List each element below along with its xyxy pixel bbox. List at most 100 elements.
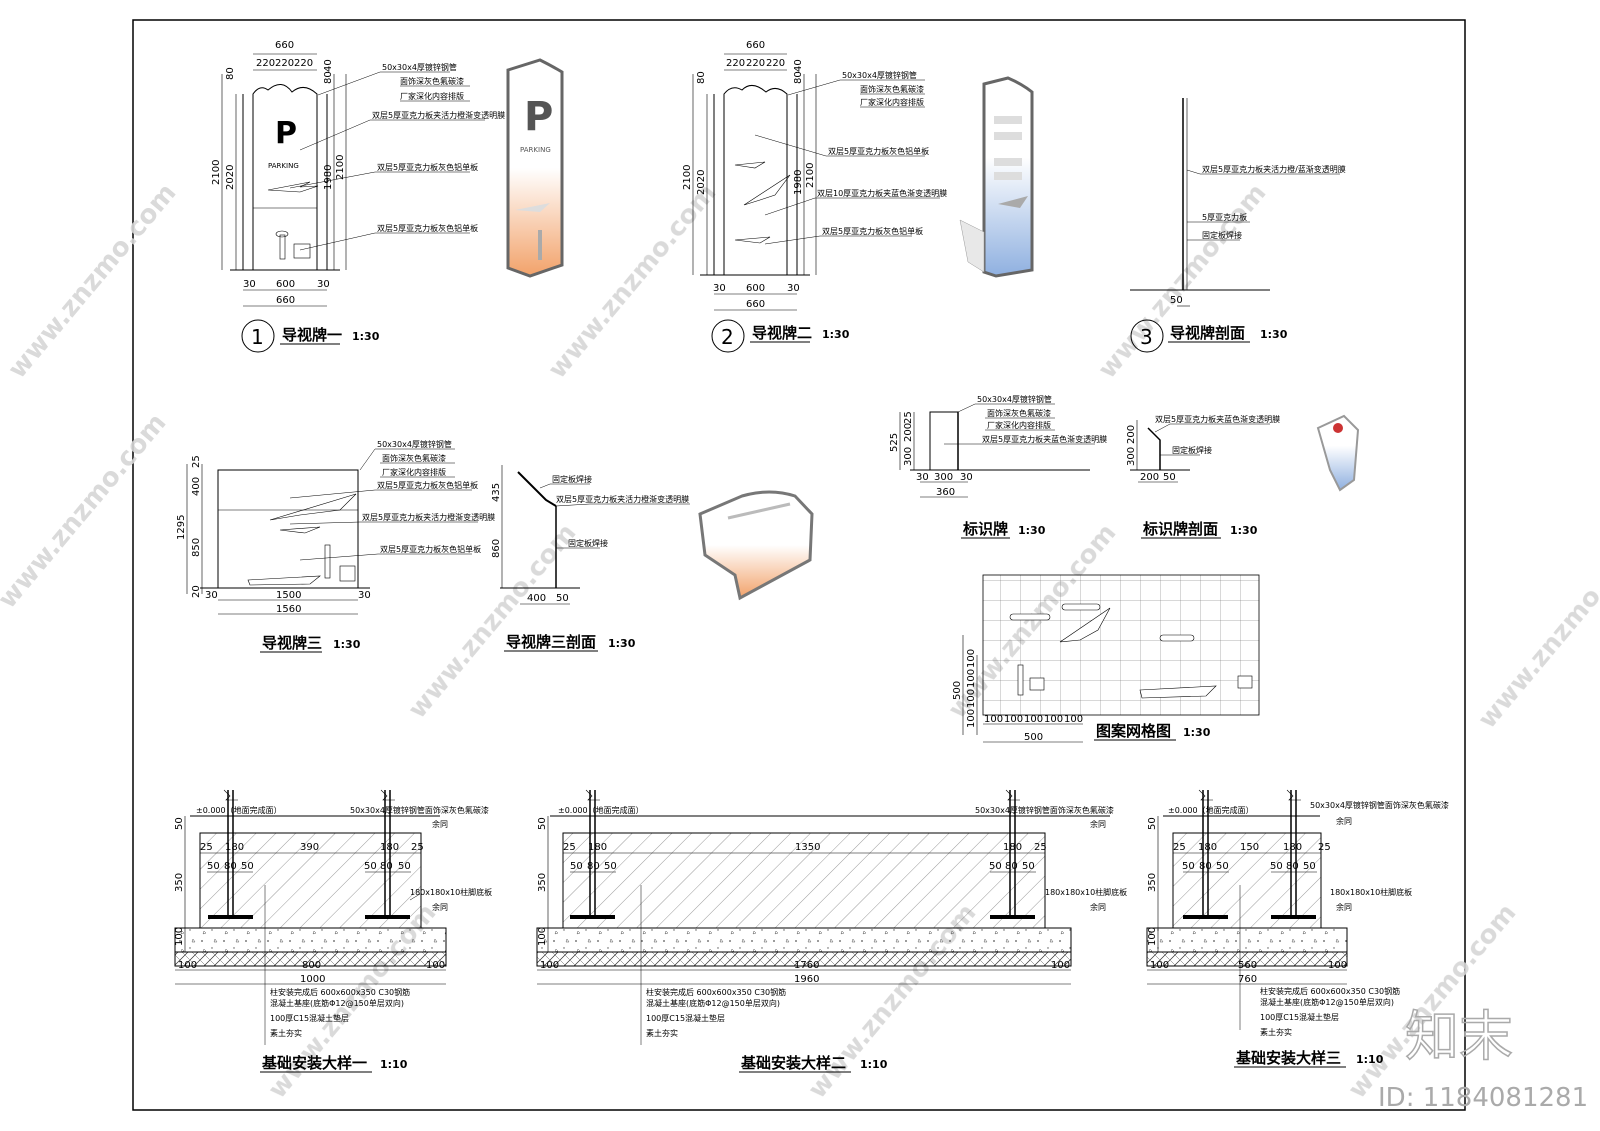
annotation: 双层5厚亚克力板夹活力橙/蓝渐变透明膜 bbox=[1202, 164, 1346, 174]
dim-text: 80 bbox=[587, 861, 600, 872]
annotation: 双层5厚亚克力板灰色铝单板 bbox=[377, 223, 478, 233]
sheet-border bbox=[132, 19, 1466, 1111]
annotation: 厂家深化内容排版 bbox=[400, 91, 464, 101]
dim-text: 80 bbox=[224, 861, 237, 872]
annotation: 双层5厚亚克力板夹活力橙渐变透明膜 bbox=[556, 494, 689, 504]
annotation: 余同 bbox=[1090, 902, 1106, 912]
dim-text: 50 bbox=[207, 861, 220, 872]
dim-text: 30 bbox=[317, 279, 330, 290]
view-scale: 1:30 bbox=[352, 330, 380, 343]
dim-text: 80 bbox=[225, 67, 236, 80]
watermark-text: www.znzmo.com bbox=[0, 408, 172, 614]
dim-text: 1960 bbox=[794, 974, 819, 985]
sign2-elevation: 660 220 220 220 80 2100 2020 80 40 1980 … bbox=[682, 40, 947, 353]
dim-text: 300 bbox=[903, 447, 914, 466]
dim-text: 2100 bbox=[211, 160, 222, 185]
dim-text: 50 bbox=[1022, 861, 1035, 872]
dim-text: 180 bbox=[1283, 842, 1302, 853]
annotation: 双层5厚亚克力板夹活力橙渐变透明膜 bbox=[362, 512, 495, 522]
dim-text: 2020 bbox=[696, 170, 707, 195]
annotation: 50x30x4厚镀锌钢管 bbox=[382, 62, 457, 72]
dim-text: 300 bbox=[934, 472, 953, 483]
annotation: 面饰深灰色氟碳漆 bbox=[382, 453, 446, 463]
view-scale: 1:30 bbox=[1018, 524, 1046, 537]
svg-text:PARKING: PARKING bbox=[520, 146, 551, 154]
view-title: 标识牌剖面 bbox=[1142, 520, 1218, 538]
annotation: 5厚亚克力板 bbox=[1202, 212, 1247, 222]
annotation: 固定板焊接 bbox=[568, 538, 608, 548]
annotation: 余同 bbox=[432, 819, 448, 829]
parking-text: PARKING bbox=[268, 162, 299, 170]
annotation: 混凝土基座(底筋Φ12@150单层双向) bbox=[646, 998, 780, 1008]
annotation: 面饰深灰色氟碳漆 bbox=[860, 84, 924, 94]
foundation3: ±0.000（地面完成面） 50x30x4厚镀锌钢管面饰深灰色氟碳漆 余同 25… bbox=[1146, 789, 1449, 1068]
view-scale: 1:30 bbox=[822, 328, 850, 341]
view-scale: 1:30 bbox=[1183, 726, 1211, 739]
marker-section: 200 300 200 50 双层5厚亚克力板夹蓝色渐变透明膜 固定板焊接 标识… bbox=[1126, 414, 1280, 539]
dim-text: 660 bbox=[276, 295, 295, 306]
dim-text: 100 bbox=[174, 927, 185, 946]
view-scale: 1:30 bbox=[608, 637, 636, 650]
sign3-section: 435 860 400 50 固定板焊接 双层5厚亚克力板夹活力橙渐变透明膜 固… bbox=[491, 465, 690, 652]
svg-text:P: P bbox=[524, 94, 553, 140]
annotation: 厂家深化内容排版 bbox=[382, 467, 446, 477]
dim-text: 150 bbox=[1240, 842, 1259, 853]
marker-render bbox=[1316, 414, 1360, 492]
dim-text: 100 bbox=[984, 714, 1003, 725]
annotation: 50x30x4厚镀锌钢管面饰深灰色氟碳漆 bbox=[975, 805, 1114, 815]
dim-text: 50 bbox=[570, 861, 583, 872]
view-title: 导视牌剖面 bbox=[1170, 324, 1245, 342]
view-title: 基础安装大样一 bbox=[261, 1054, 367, 1072]
dim-text: 1980 bbox=[323, 165, 334, 190]
dim-text: 500 bbox=[952, 681, 963, 700]
dim-text: 50 bbox=[604, 861, 617, 872]
dim-text: 50 bbox=[1270, 861, 1283, 872]
dim-text: 1295 bbox=[176, 515, 187, 540]
foundation1: ±0.000（地面完成面） 50x30x4厚镀锌钢管面饰深灰色氟碳漆 余同 25… bbox=[174, 789, 492, 1073]
dim-text: 400 bbox=[527, 593, 546, 604]
dim-text: 100 bbox=[540, 960, 559, 971]
dim-text: 50 bbox=[398, 861, 411, 872]
dim-text: 180 bbox=[380, 842, 399, 853]
dim-text: 1560 bbox=[276, 604, 301, 615]
dim-text: 390 bbox=[300, 842, 319, 853]
dim-text: 1500 bbox=[276, 590, 301, 601]
annotation: 180x180x10柱脚底板 bbox=[1330, 887, 1412, 897]
annotation: 100厚C15混凝土垫层 bbox=[270, 1013, 349, 1023]
dim-text: 30 bbox=[713, 283, 726, 294]
watermark-text: www.znzmo.com bbox=[542, 178, 722, 384]
dim-text: 50 bbox=[1147, 817, 1158, 830]
dim-text: 2020 bbox=[225, 165, 236, 190]
dim-text: 600 bbox=[276, 279, 295, 290]
dim-text: 180 bbox=[588, 842, 607, 853]
annotation: 180x180x10柱脚底板 bbox=[1045, 887, 1127, 897]
dim-text: 500 bbox=[1024, 732, 1043, 743]
view-title: 导视牌三剖面 bbox=[506, 633, 596, 651]
dim-text: 25 bbox=[191, 455, 202, 468]
dim-text: 350 bbox=[1147, 873, 1158, 892]
dim-text: 300 bbox=[1126, 447, 1137, 466]
view-title: 导视牌一 bbox=[282, 326, 342, 344]
parking-letter: P bbox=[275, 116, 297, 151]
dim-text: 80 bbox=[793, 71, 804, 84]
dim-text: 760 bbox=[1238, 974, 1257, 985]
dim-text: 1000 bbox=[300, 974, 325, 985]
dim-text: 50 bbox=[364, 861, 377, 872]
dim-text: 100 bbox=[1044, 714, 1063, 725]
dim-text: 1980 bbox=[793, 170, 804, 195]
pattern-grid: 100 100 100 100 500 100 100 100 100 100 … bbox=[952, 574, 1260, 743]
dim-text: 200 bbox=[1140, 472, 1159, 483]
dim-text: 660 bbox=[275, 40, 294, 51]
annotation: 双层10厚亚克力板夹蓝色渐变透明膜 bbox=[817, 188, 947, 198]
dim-text: 80 bbox=[1286, 861, 1299, 872]
marker-elevation: 25 200 525 300 30 300 30 360 50x30x4厚镀锌钢… bbox=[889, 394, 1107, 539]
watermark-text: www.znzmo.com bbox=[1472, 528, 1600, 734]
annotation: 双层5厚亚克力板夹活力橙渐变透明膜 bbox=[372, 110, 505, 120]
annotation: 100厚C15混凝土垫层 bbox=[1260, 1012, 1339, 1022]
dim-text: 800 bbox=[302, 960, 321, 971]
view-scale: 1:10 bbox=[860, 1058, 888, 1071]
dim-text: 560 bbox=[1238, 960, 1257, 971]
annotation: 混凝土基座(底筋Φ12@150单层双向) bbox=[1260, 997, 1394, 1007]
dim-text: 50 bbox=[1182, 861, 1195, 872]
dim-text: 50 bbox=[989, 861, 1002, 872]
